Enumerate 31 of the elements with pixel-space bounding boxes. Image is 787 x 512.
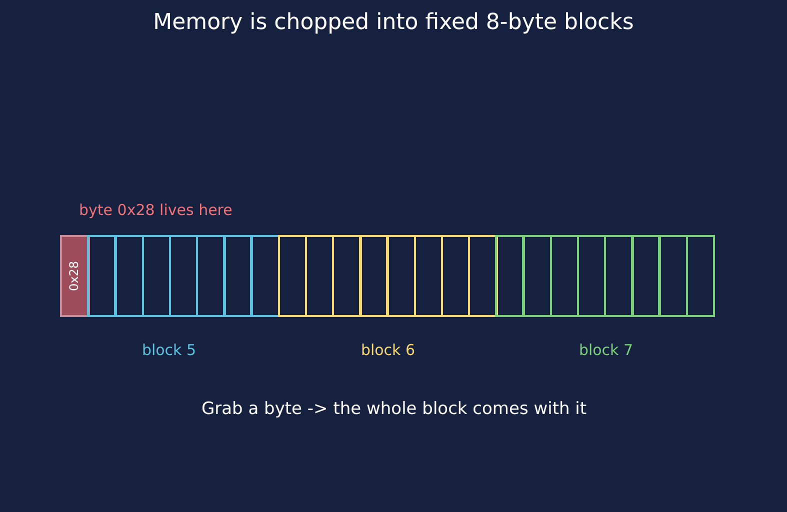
memory-cell (495, 235, 525, 317)
memory-cell (550, 235, 580, 317)
highlighted-memory-cell (60, 235, 90, 317)
annotation-text: byte 0x28 lives here (79, 202, 232, 220)
memory-cell (359, 235, 389, 317)
memory-cell (414, 235, 444, 317)
memory-cell (332, 235, 362, 317)
memory-cell (686, 235, 716, 317)
block-label: block 5 (142, 342, 196, 360)
block-label: block 6 (360, 342, 416, 360)
memory-cell (386, 235, 416, 317)
memory-cell (223, 235, 253, 317)
memory-cell (250, 235, 280, 317)
memory-cell (196, 235, 226, 317)
memory-cell (631, 235, 661, 317)
memory-cell (87, 235, 117, 317)
memory-cell (658, 235, 688, 317)
memory-cell (576, 235, 606, 317)
memory-cell (114, 235, 144, 317)
caption: Grab a byte -> the whole block comes with it (201, 400, 587, 420)
title: Memory is chopped into fixed 8-byte blocks (153, 10, 634, 36)
memory-cell (604, 235, 634, 317)
block-label: block 7 (578, 342, 634, 360)
memory-cell (440, 235, 470, 317)
memory-cell (142, 235, 172, 317)
address-label: 0x28 (68, 260, 82, 291)
memory-cell (278, 235, 308, 317)
memory-cell (522, 235, 552, 317)
memory-cell (168, 235, 198, 317)
memory-cell (304, 235, 334, 317)
memory-cell (468, 235, 498, 317)
